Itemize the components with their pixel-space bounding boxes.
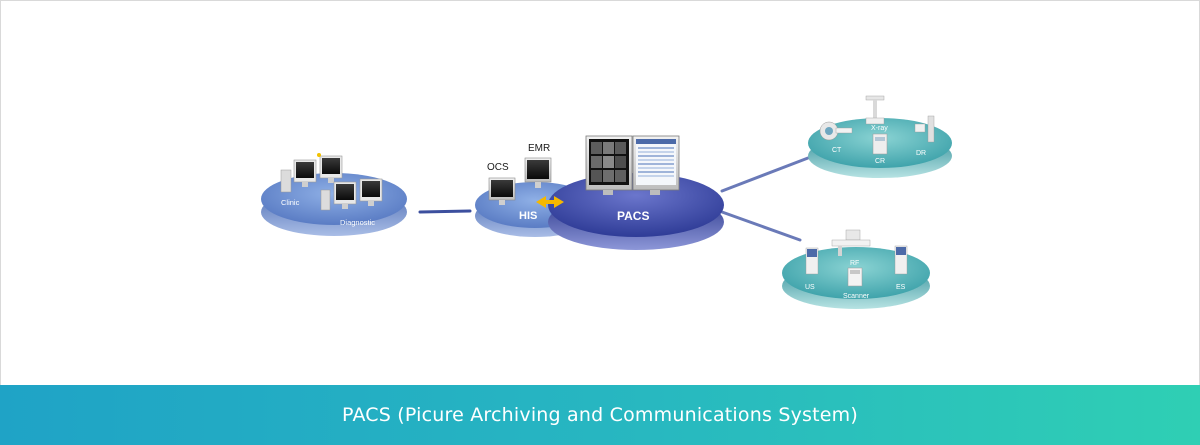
modality-group-us-rf: US RF Scanner ES: [782, 229, 930, 309]
monitor-icon: [488, 177, 516, 205]
cr-reader-icon: [872, 133, 888, 155]
xray-label: X-ray: [871, 125, 888, 132]
monitor-icon: [359, 178, 383, 206]
ct-scanner-icon: [819, 121, 853, 141]
ct-label: CT: [832, 147, 842, 154]
monitor-icon: [585, 135, 633, 195]
scanner-icon: [847, 267, 863, 287]
dr-label: DR: [916, 150, 926, 157]
us-label: US: [805, 284, 815, 291]
connector-clinic-his: [418, 209, 472, 214]
connector-pacs-modality-bottom: [720, 210, 802, 242]
rf-label: RF: [850, 260, 859, 267]
connector-pacs-modality-top: [720, 156, 810, 193]
clinic-label: Clinic: [281, 198, 300, 207]
es-label: ES: [896, 284, 906, 291]
ocs-label: OCS: [487, 162, 509, 173]
monitor-icon: [632, 135, 680, 195]
scanner-label: Scanner: [843, 293, 870, 300]
ultrasound-icon: [805, 247, 819, 275]
xray-machine-icon: [865, 95, 885, 125]
clinic-diagnostic-node: Clinic Diagnostic: [261, 153, 407, 236]
bidirectional-arrow-icon: [536, 196, 564, 208]
caption-bar: PACS (Picure Archiving and Communication…: [0, 385, 1200, 445]
pacs-node: PACS: [536, 135, 724, 250]
endoscopy-icon: [894, 245, 908, 275]
monitor-icon: [524, 157, 552, 188]
monitor-icon: [317, 153, 343, 183]
rf-table-icon: [831, 229, 871, 256]
cr-label: CR: [875, 158, 885, 165]
pacs-label: PACS: [617, 209, 649, 223]
monitor-icon: [280, 159, 317, 193]
modality-group-ct-xray: CT X-ray CR DR: [808, 95, 952, 178]
emr-label: EMR: [528, 143, 550, 154]
his-label: HIS: [519, 210, 537, 222]
caption-text: PACS (Picure Archiving and Communication…: [342, 404, 858, 426]
dr-detector-icon: [914, 115, 935, 143]
monitor-icon: [320, 181, 357, 211]
pacs-diagram: Clinic Diagnostic OCS EMR HIS: [261, 95, 952, 309]
diagnostic-label: Diagnostic: [340, 218, 375, 227]
